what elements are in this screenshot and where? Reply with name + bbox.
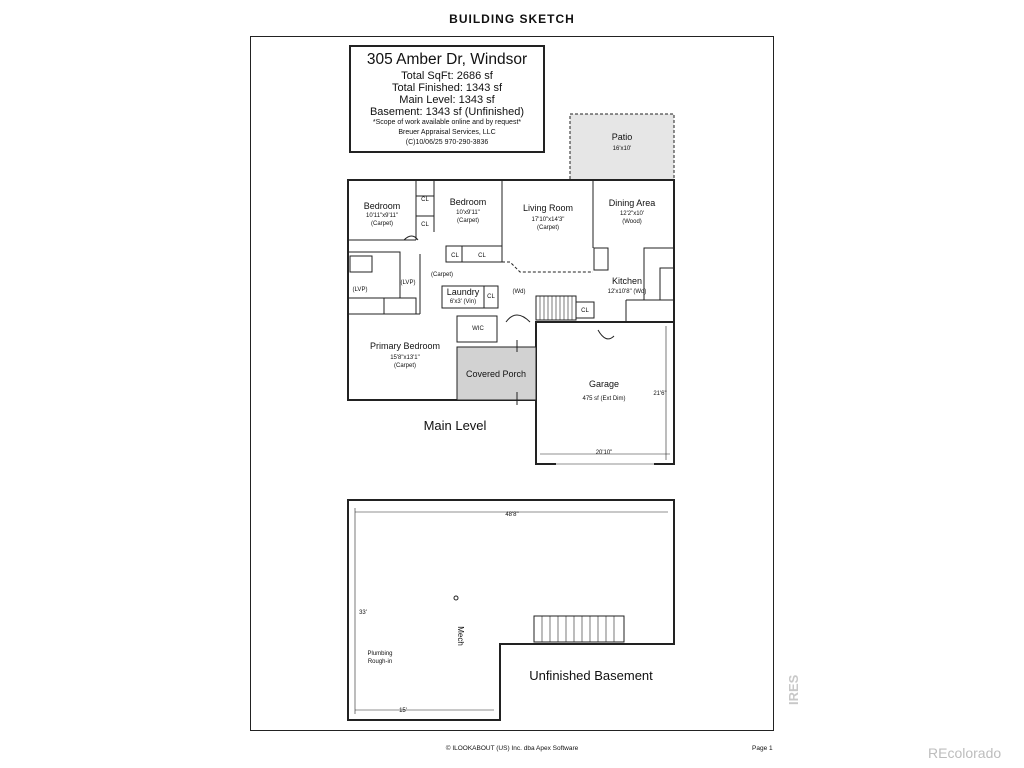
address-title: 305 Amber Dr, Windsor [366,51,528,68]
copyright-phone: (C)10/06/25 970-290-3836 [405,139,489,146]
primary-bedroom-name: Primary Bedroom [370,341,440,351]
garage-area: 475 sf (Ext Dim) [582,396,625,402]
closet-box [575,301,595,319]
scope-note: *Scope of work available online and by r… [372,119,522,126]
wic-label: WIC [472,326,484,332]
walk-in-closet [456,315,498,343]
main-level-area: Main Level: 1343 sf [399,94,495,106]
plumbing-label: Plumbing [367,651,392,657]
kitchen-dim: 12'x10'8" (Wd) [608,289,647,295]
counter [593,247,609,271]
basement-area: Basement: 1343 sf (Unfinished) [369,106,525,118]
plumbing-label: Rough-in [368,659,392,665]
ires-watermark: IRES [786,674,801,705]
living-room-floor: (Carpet) [537,225,559,231]
door-swing [403,235,419,241]
laundry-dim: 6'x3' (Vin) [450,299,476,305]
dining-dim: 12'2"x10' [620,211,644,217]
closet-label: CL [478,253,486,259]
lvp-label: (LVP) [401,280,416,286]
door-swing [505,314,531,323]
mech-label: Mech [456,626,465,646]
patio-name: Patio [612,132,633,142]
bedroom2-dim: 10'x9'11" [456,210,480,216]
closet-box [445,245,503,263]
patio-area [569,113,675,181]
basement-label: Unfinished Basement [529,668,653,683]
bedroom1-floor: (Carpet) [371,221,393,227]
garage-name: Garage [589,379,619,389]
kitchen-counter [643,247,675,301]
primary-bedroom-floor: (Carpet) [394,363,416,369]
basement-depth: 33' [359,610,367,616]
shower [349,255,373,273]
bedroom1-dim: 10'11"x9'11" [366,213,398,219]
bath-outline [347,251,401,299]
covered-porch-name: Covered Porch [466,369,526,379]
closet-label: CL [487,294,495,300]
sketch-frame [250,36,774,731]
living-room-dim: 17'10"x14'3" [532,217,565,223]
total-finished: Total Finished: 1343 sf [391,82,503,94]
dining-floor: (Wood) [622,219,642,225]
primary-bedroom-dim: 15'8"x13'1" [390,355,420,361]
laundry-name: Laundry [447,287,480,297]
bedroom1-name: Bedroom [364,201,401,211]
bathtub [383,297,417,315]
page-title: BUILDING SKETCH [449,12,575,26]
footer-page-number: Page 1 [752,745,773,752]
garage-width: 20'10" [596,450,613,456]
bedroom2-name: Bedroom [450,197,487,207]
basement-stairs [533,615,625,643]
closet-label: CL [581,308,589,314]
patio-dim: 16'x10' [613,146,632,152]
closet-label: CL [421,197,429,203]
door-swing [597,329,615,340]
basement-bottom-width: 15' [399,708,407,714]
total-sqft: Total SqFt: 2686 sf [401,70,493,82]
living-room-name: Living Room [523,203,573,213]
garage-depth: 21'6" [653,391,666,397]
bedroom2-floor: (Carpet) [457,218,479,224]
property-info-box: 305 Amber Dr, Windsor Total SqFt: 2686 s… [349,45,545,153]
basement-outline [347,499,675,721]
main-level-label: Main Level [424,418,487,433]
covered-porch-area [456,346,537,401]
mech-marker [453,595,459,601]
room-division [502,261,593,273]
dining-name: Dining Area [609,198,656,208]
wd-label: (Wd) [513,289,526,295]
closet-label: CL [451,253,459,259]
kitchen-name: Kitchen [612,276,642,286]
recolorado-watermark: REcolorado [928,745,1002,761]
company-name: Breuer Appraisal Services, LLC [398,129,496,136]
lvp-label: (LVP) [353,287,368,293]
closet-label: CL [421,222,429,228]
basement-width: 48'8" [505,512,518,518]
footer-copyright: © ILOOKABOUT (US) Inc. dba Apex Software [445,745,579,752]
laundry-room [441,285,499,309]
hall-floor: (Carpet) [431,272,453,278]
